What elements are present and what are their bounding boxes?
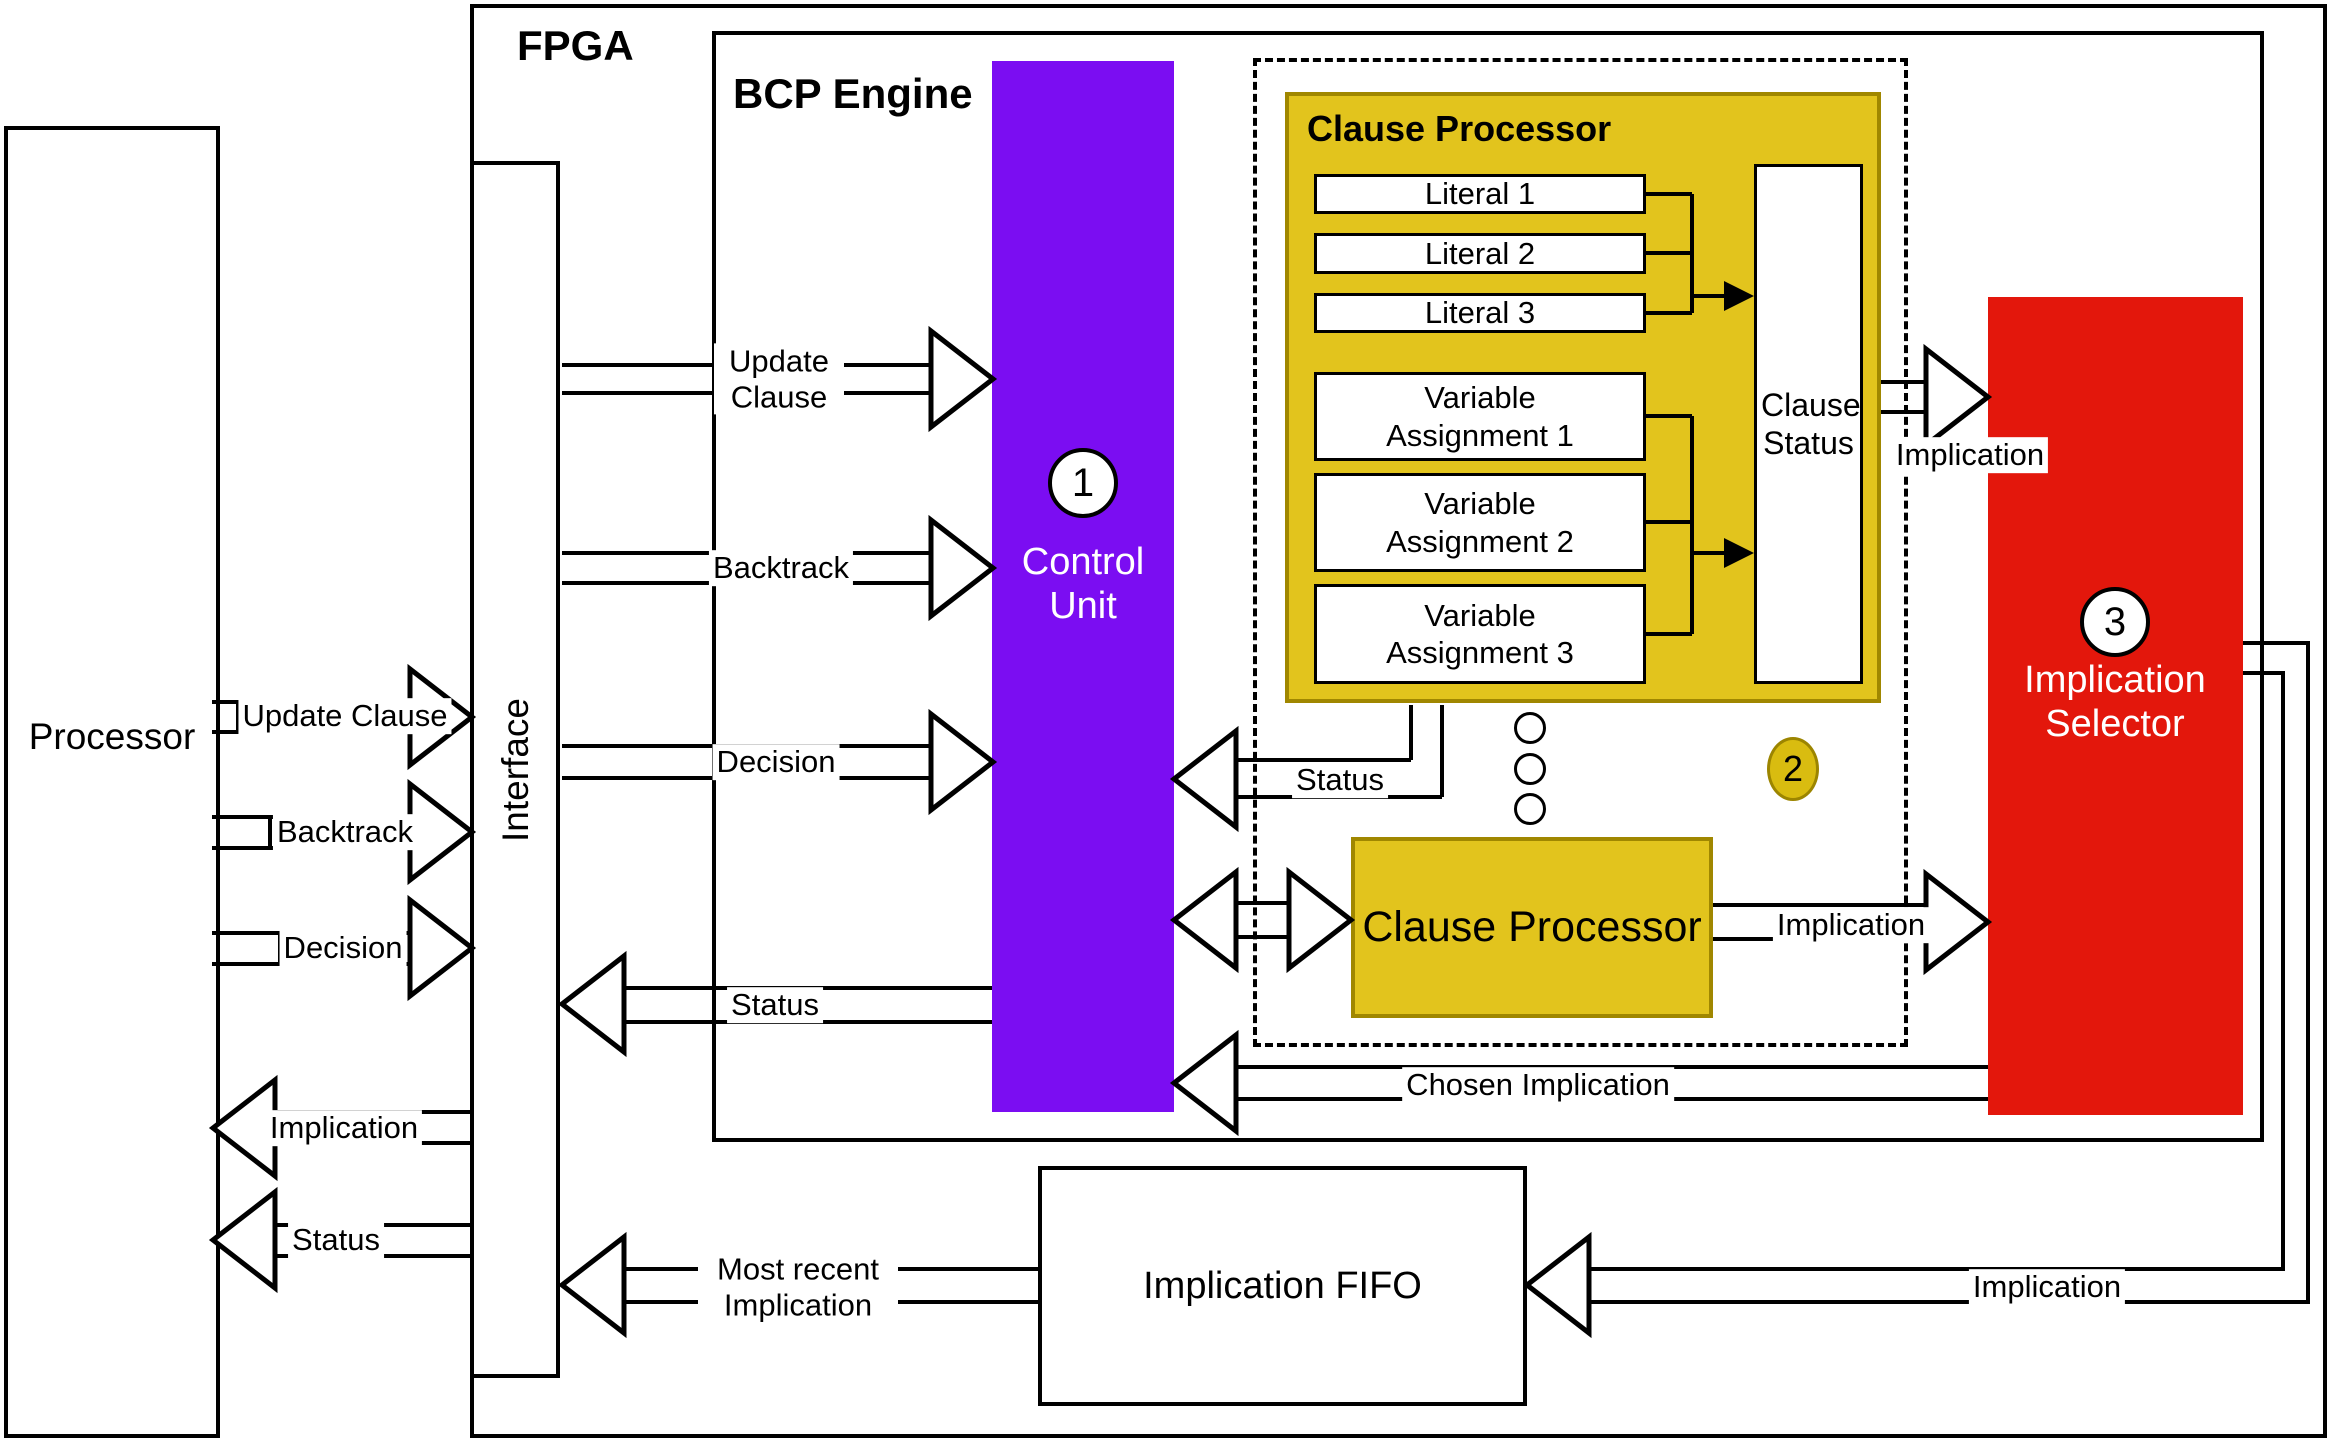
fpga-title: FPGA — [517, 22, 634, 69]
clause-status-box: Clause Status — [1754, 164, 1863, 684]
step-2-badge: 2 — [1767, 737, 1819, 801]
literal-1-box: Literal 1 — [1314, 174, 1646, 214]
variable-assignment-1-box: Variable Assignment 1 — [1314, 372, 1646, 461]
status-left-label: Status — [288, 1222, 384, 1258]
clause-processor-array-box — [1253, 58, 1908, 1047]
wire-implication-fifo-in — [1522, 641, 2310, 1339]
update-clause-right-label: Update Clause — [714, 343, 844, 415]
implication-fifo-in-label: Implication — [1968, 1269, 2126, 1305]
interface-label: Interface — [495, 698, 536, 842]
variable-assignment-3-label: Variable Assignment 3 — [1386, 597, 1574, 670]
step-1-badge: 1 — [1048, 448, 1118, 518]
literal-3-box: Literal 3 — [1314, 293, 1646, 333]
literal-2-box: Literal 2 — [1314, 233, 1646, 274]
status-right-label: Status — [727, 987, 823, 1023]
decision-right-label: Decision — [712, 744, 840, 780]
variable-assignment-1-label: Variable Assignment 1 — [1386, 380, 1574, 453]
control-unit-label: Control Unit — [1021, 541, 1145, 628]
backtrack-right-label: Backtrack — [708, 550, 854, 586]
ellipsis-dot-2 — [1514, 753, 1546, 785]
implication-cp-label: Implication — [1772, 907, 1930, 943]
implication-cs-label: Implication — [1891, 437, 2049, 473]
wire-status-clause — [1169, 705, 1444, 833]
processor-label: Processor — [28, 715, 196, 757]
connector-assignments-to-status — [1646, 414, 1754, 636]
clause-processor-bottom-box: Clause Processor — [1351, 837, 1713, 1018]
connector-literals-to-status — [1646, 192, 1754, 315]
step-3-badge: 3 — [2080, 587, 2150, 657]
processor-box — [4, 126, 220, 1438]
variable-assignment-3-box: Variable Assignment 3 — [1314, 584, 1646, 684]
interface-bar — [470, 161, 560, 1378]
wire-implication-cs — [1881, 343, 1993, 451]
wire-chosen-implication — [1169, 1029, 1988, 1137]
status-clause-label: Status — [1292, 762, 1388, 798]
variable-assignment-2-label: Variable Assignment 2 — [1386, 486, 1574, 559]
ellipsis-dot-1 — [1514, 712, 1546, 744]
control-unit-box — [992, 61, 1174, 1112]
implication-selector-box — [1988, 297, 2243, 1115]
decision-left-label: Decision — [279, 930, 407, 966]
implication-selector-label: Implication Selector — [2024, 659, 2206, 746]
variable-assignment-2-box: Variable Assignment 2 — [1314, 473, 1646, 572]
clause-status-label: Clause Status — [1761, 386, 1861, 461]
clause-processor-top-title: Clause Processor — [1307, 108, 1612, 149]
chosen-implication-label: Chosen Implication — [1402, 1067, 1674, 1103]
most-recent-implication-label: Most recent Implication — [698, 1251, 898, 1323]
backtrack-left-label: Backtrack — [272, 814, 418, 850]
bcp-engine-title: BCP Engine — [733, 70, 973, 117]
wire-control-clause-bidir — [1169, 866, 1356, 974]
implication-left-label: Implication — [265, 1110, 423, 1146]
implication-fifo-box: Implication FIFO — [1038, 1166, 1527, 1406]
update-clause-left-label: Update Clause — [238, 698, 452, 734]
ellipsis-dot-3 — [1514, 793, 1546, 825]
